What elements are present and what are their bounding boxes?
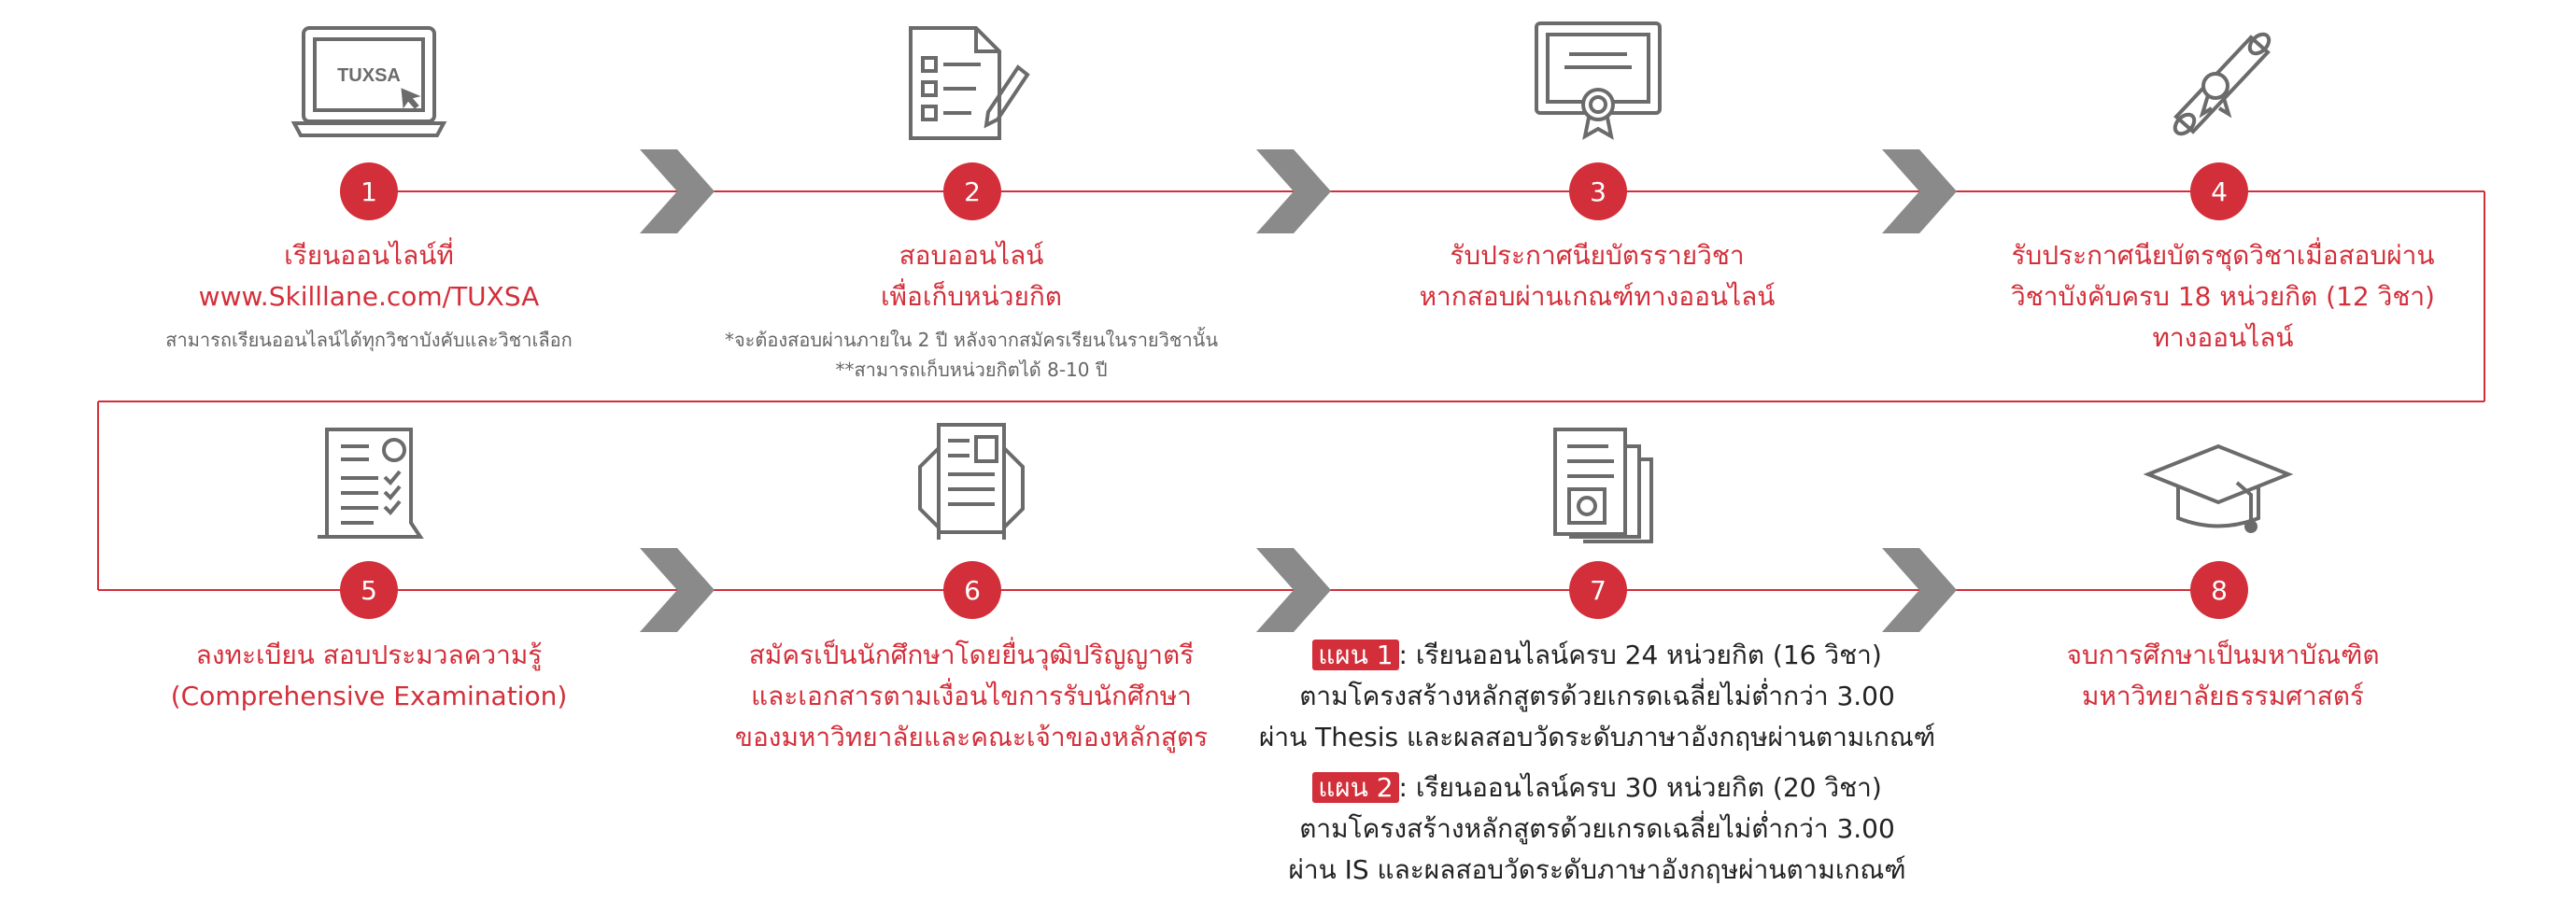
step-2-title-line: สอบออนไลน์ xyxy=(899,240,1044,271)
plan-2-text: : เรียนออนไลน์ครบ 30 หน่วยกิต (20 วิชา) xyxy=(1398,772,1882,803)
step-1-title-line: เรียนออนไลน์ที่ xyxy=(284,240,454,271)
laptop-icon xyxy=(290,26,447,137)
step-5-title-line: ลงทะเบียน สอบประมวลความรู้ xyxy=(195,640,543,670)
plan-2-line: ตามโครงสร้างหลักสูตรด้วยเกรดเฉลี่ยไม่ต่ำ… xyxy=(1299,813,1895,844)
step-4-title-line: ทางออนไลน์ xyxy=(2152,322,2294,353)
chevron-right-icon xyxy=(1882,149,1957,233)
chevron-right-icon xyxy=(640,149,715,233)
step-5-text: ลงทะเบียน สอบประมวลความรู้ (Comprehensiv… xyxy=(89,635,649,717)
plan-1-line: แผน 1: เรียนออนไลน์ครบ 24 หน่วยกิต (16 ว… xyxy=(1252,635,1943,676)
step-2-note: *จะต้องสอบผ่านภายใน 2 ปี หลังจากสมัครเรี… xyxy=(724,329,1219,351)
step-3-text: รับประกาศนียบัตรรายวิชา หากสอบผ่านเกณฑ์ท… xyxy=(1298,235,1896,317)
application-form-icon xyxy=(918,423,1025,540)
step-1-note: สามารถเรียนออนไลน์ได้ทุกวิชาบังคับและวิช… xyxy=(165,329,573,351)
step-2-title-line: เพื่อเก็บหน่วยกิต xyxy=(880,281,1062,312)
step-4-text: รับประกาศนียบัตรชุดวิชาเมื่อสอบผ่าน วิชา… xyxy=(1924,235,2522,359)
step-4-badge: 4 xyxy=(2190,162,2248,220)
graduation-cap-icon xyxy=(2143,443,2294,533)
thesis-document-icon xyxy=(1553,428,1653,543)
step-3-title-line: หากสอบผ่านเกณฑ์ทางออนไลน์ xyxy=(1419,281,1776,312)
plan-1-line: ตามโครงสร้างหลักสูตรด้วยเกรดเฉลี่ยไม่ต่ำ… xyxy=(1299,681,1895,711)
step-6-text: สมัครเป็นนักศึกษาโดยยื่นวุฒิปริญญาตรี แล… xyxy=(663,635,1280,758)
step-4-title-line: วิชาบังคับครบ 18 หน่วยกิต (12 วิชา) xyxy=(2011,281,2435,312)
skilllane-link[interactable]: www.Skilllane.com/TUXSA xyxy=(198,281,540,312)
step-2-badge: 2 xyxy=(943,162,1001,220)
plan-1-text: : เรียนออนไลน์ครบ 24 หน่วยกิต (16 วิชา) xyxy=(1398,640,1882,670)
step-7-badge: 7 xyxy=(1569,561,1627,619)
flow-line xyxy=(97,190,2485,591)
plan-1-badge: แผน 1 xyxy=(1312,640,1399,670)
step-5-badge: 5 xyxy=(340,561,398,619)
certificate-icon xyxy=(1535,21,1662,140)
step-5-title-line: (Comprehensive Examination) xyxy=(170,681,568,711)
step-3-title-line: รับประกาศนียบัตรรายวิชา xyxy=(1450,240,1745,271)
step-8-badge: 8 xyxy=(2190,561,2248,619)
plan-2-line: ผ่าน IS และผลสอบวัดระดับภาษาอังกฤษผ่านตา… xyxy=(1288,854,1906,885)
step-4-title-line: รับประกาศนียบัตรชุดวิชาเมื่อสอบผ่าน xyxy=(2011,240,2435,271)
plan-2-badge: แผน 2 xyxy=(1312,772,1399,803)
step-2-note: **สามารถเก็บหน่วยกิตได้ 8-10 ปี xyxy=(835,359,1108,381)
chevron-right-icon xyxy=(1882,548,1957,632)
step-6-title-line: และเอกสารตามเงื่อนไขการรับนักศึกษา xyxy=(751,681,1192,711)
diploma-scroll-icon xyxy=(2173,32,2272,136)
step-6-title-line: สมัครเป็นนักศึกษาโดยยื่นวุฒิปริญญาตรี xyxy=(748,640,1195,670)
chevron-right-icon xyxy=(1256,149,1331,233)
laptop-screen-text: TUXSA xyxy=(337,65,401,86)
step-6-title-line: ของมหาวิทยาลัยและคณะเจ้าของหลักสูตร xyxy=(734,722,1209,752)
exam-paper-icon xyxy=(909,26,1030,140)
step-6-badge: 6 xyxy=(943,561,1001,619)
step-1-badge: 1 xyxy=(340,162,398,220)
plan-1-line: ผ่าน Thesis และผลสอบวัดระดับภาษาอังกฤษผ่… xyxy=(1258,722,1936,752)
grade-sheet-icon xyxy=(318,428,424,539)
step-1-text: เรียนออนไลน์ที่ www.Skilllane.com/TUXSA … xyxy=(89,235,649,355)
step-8-title-line: จบการศึกษาเป็นมหาบัณฑิต xyxy=(2066,640,2380,670)
chevron-right-icon xyxy=(640,548,715,632)
step-8-title-line: มหาวิทยาลัยธรรมศาสตร์ xyxy=(2082,681,2364,711)
chevron-right-icon xyxy=(1256,548,1331,632)
step-3-badge: 3 xyxy=(1569,162,1627,220)
step-8-text: จบการศึกษาเป็นมหาบัณฑิต มหาวิทยาลัยธรรมศ… xyxy=(1924,635,2522,717)
step-7-text: แผน 1: เรียนออนไลน์ครบ 24 หน่วยกิต (16 ว… xyxy=(1252,635,1943,891)
step-2-text: สอบออนไลน์ เพื่อเก็บหน่วยกิต *จะต้องสอบผ… xyxy=(663,235,1280,385)
plan-2-line: แผน 2: เรียนออนไลน์ครบ 30 หน่วยกิต (20 ว… xyxy=(1252,767,1943,809)
